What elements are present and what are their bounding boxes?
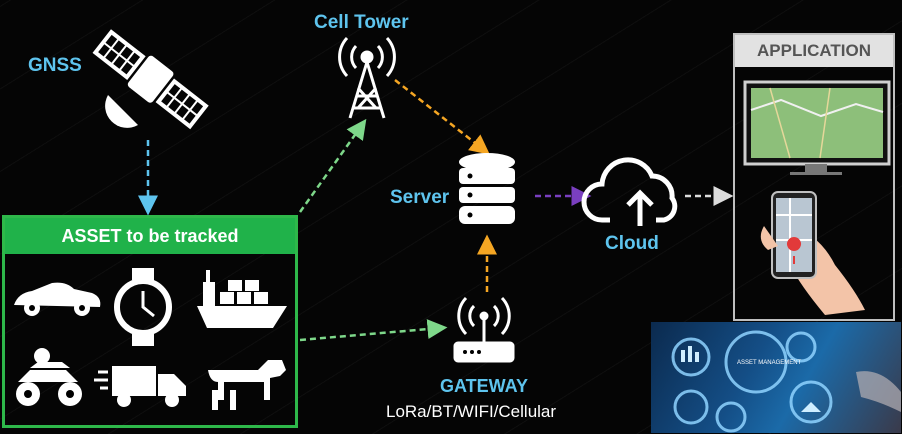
cow-icon: [208, 360, 286, 410]
application-title: APPLICATION: [735, 35, 893, 67]
watch-icon: [114, 268, 172, 346]
satellite-icon: [92, 29, 209, 130]
server-icon: [459, 153, 515, 224]
asset-group-box: ASSET to be tracked: [2, 215, 298, 428]
application-box: APPLICATION: [733, 33, 895, 321]
gateway-label: GATEWAY: [440, 376, 529, 396]
server-label: Server: [390, 187, 450, 208]
monitor-icon: [743, 80, 891, 175]
asset-management-photo: ASSET MANAGEMENT: [651, 322, 901, 433]
atv-icon: [16, 348, 82, 406]
arrow-asset-to-gateway: [299, 319, 448, 342]
cloud-upload-icon: [581, 157, 678, 226]
asset-box-title: ASSET to be tracked: [5, 218, 295, 254]
cloud-label: Cloud: [605, 233, 659, 254]
ship-icon: [197, 270, 287, 328]
smartphone-icon: [760, 191, 865, 315]
car-icon: [14, 282, 101, 316]
gateway-protocols-label: LoRa/BT/WIFI/Cellular: [386, 402, 557, 421]
truck-icon: [94, 366, 186, 407]
gnss-label: GNSS: [28, 55, 82, 76]
cell-tower-icon: [338, 36, 396, 119]
cell-tower-label: Cell Tower: [314, 12, 409, 33]
arrow-tower-to-server: [394, 79, 490, 155]
arrow-asset-to-tower: [298, 118, 367, 213]
router-icon: [453, 296, 515, 363]
photo-caption: ASSET MANAGEMENT: [737, 360, 802, 366]
